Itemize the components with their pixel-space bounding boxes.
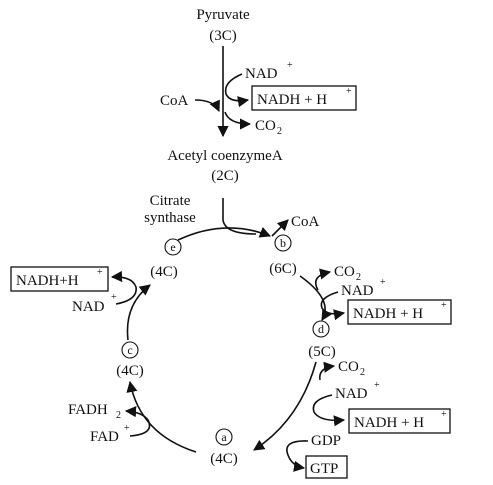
da-gtp-box — [305, 455, 348, 479]
node-b-letter: b — [280, 236, 286, 250]
ce-nadh-label: NADH+H — [16, 273, 79, 289]
pyruvate-label: Pyruvate — [196, 7, 250, 23]
node-d-marker — [312, 320, 330, 338]
da-nadh-label: NADH + H — [354, 415, 424, 431]
node-b-carbons: (6C) — [269, 261, 297, 277]
link-nadh-label: NADH + H — [257, 92, 327, 108]
bd-nadh-label: NADH + H — [353, 306, 423, 322]
da-nadh-box — [348, 408, 451, 434]
bd-co2-subscript: 2 — [356, 272, 361, 283]
node-c-marker — [121, 341, 139, 359]
node-a-letter: a — [221, 430, 227, 444]
arc-c-to-e — [126, 284, 151, 341]
node-d-letter: d — [318, 322, 324, 336]
node-a-marker — [215, 428, 233, 446]
acetyl-coa-carbons: (2C) — [211, 168, 239, 184]
da-co2-subscript: 2 — [360, 367, 365, 378]
node-d-carbons: (5C) — [308, 344, 336, 360]
coa-release-label: CoA — [291, 214, 320, 230]
da-gdp-to-gtp-arrow — [286, 440, 309, 472]
coa-release-arrow — [271, 219, 289, 237]
link-nadh-superscript: + — [346, 86, 352, 97]
ac-fadh-subscript: 2 — [116, 410, 121, 421]
da-nadh-superscript: + — [441, 409, 447, 420]
ce-nadh-box — [10, 266, 109, 292]
da-gdp-label: GDP — [311, 433, 341, 449]
da-nad-to-nadh-arrow — [312, 394, 346, 427]
link-co2-subscript: 2 — [277, 126, 282, 137]
ac-fad-superscript: + — [124, 423, 130, 434]
da-co2-label: CO — [338, 359, 359, 375]
acetyl-coa-label: Acetyl coenzymeA — [167, 148, 283, 164]
link-nad-to-nadh-arrow — [224, 73, 250, 108]
bd-nadh-box — [347, 299, 452, 325]
arc-a-to-c — [126, 380, 197, 453]
ce-nadh-superscript: + — [97, 267, 103, 278]
da-nad-superscript: + — [374, 380, 380, 391]
citrate-synthase-line2: synthase — [144, 210, 196, 226]
bd-nad-to-nadh-arrow — [320, 291, 346, 321]
pyruvate-carbons: (3C) — [209, 28, 237, 44]
da-nad-label: NAD — [335, 386, 368, 402]
arc-e-to-b — [177, 227, 272, 241]
link-nadh-box — [251, 85, 357, 111]
da-gtp-label: GTP — [310, 461, 338, 477]
node-c-carbons: (4C) — [116, 363, 144, 379]
ac-fad-to-fadh-arrow — [124, 406, 151, 437]
bd-co2-label: CO — [334, 264, 355, 280]
citrate-synthase-line1: Citrate — [150, 193, 191, 209]
ac-fad-label: FAD — [90, 429, 119, 445]
ce-nad-superscript: + — [111, 292, 117, 303]
ce-nad-label: NAD — [72, 299, 105, 315]
node-e-letter: e — [170, 240, 175, 254]
link-nad-label: NAD — [245, 66, 278, 82]
link-co2-label: CO — [255, 118, 276, 134]
ce-nad-to-nadh-arrow — [110, 270, 137, 305]
arc-d-to-a — [253, 361, 317, 451]
link-co2-out-arrow — [224, 111, 252, 130]
bd-nadh-superscript: + — [441, 300, 447, 311]
da-co2-out-arrow — [318, 361, 336, 381]
node-a-carbons: (4C) — [210, 451, 238, 467]
link-coa-in-arrow — [194, 99, 220, 113]
ac-fadh-label: FADH — [68, 402, 108, 418]
bd-nad-superscript: + — [380, 277, 386, 288]
bd-co2-out-arrow — [314, 268, 332, 291]
link-coa-label: CoA — [160, 93, 189, 109]
node-c-letter: c — [127, 343, 132, 357]
node-b-marker — [274, 234, 292, 252]
node-e-marker — [164, 238, 182, 256]
node-e-carbons: (4C) — [150, 264, 178, 280]
bd-nad-label: NAD — [341, 283, 374, 299]
arc-b-to-d — [299, 275, 332, 321]
acetyl-coa-entry-arrow — [222, 198, 257, 235]
link-nad-superscript: + — [287, 60, 293, 71]
